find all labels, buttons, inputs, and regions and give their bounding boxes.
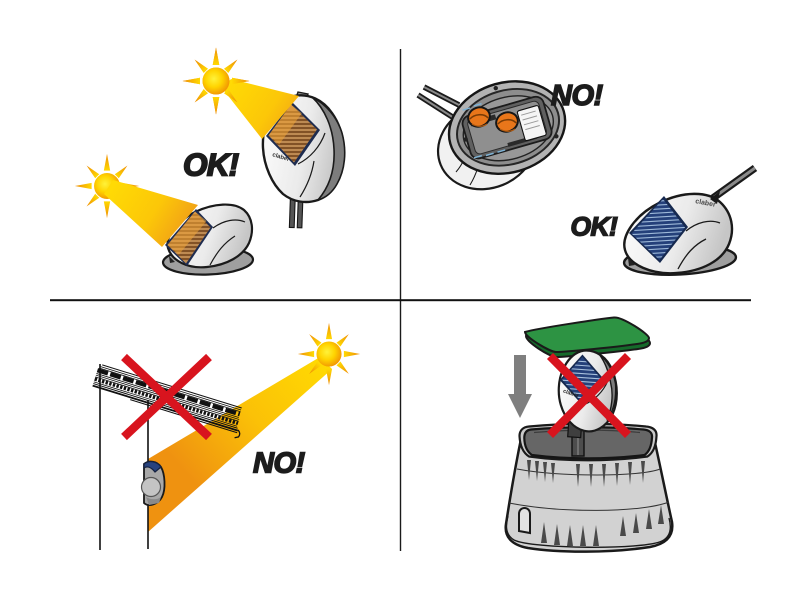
svg-text:NO!: NO! bbox=[551, 80, 604, 112]
svg-text:OK!: OK! bbox=[571, 212, 619, 242]
svg-text:OK!: OK! bbox=[183, 147, 239, 183]
svg-text:claber: claber bbox=[562, 388, 580, 399]
svg-text:claber: claber bbox=[695, 197, 717, 209]
svg-text:NO!: NO! bbox=[253, 448, 306, 480]
